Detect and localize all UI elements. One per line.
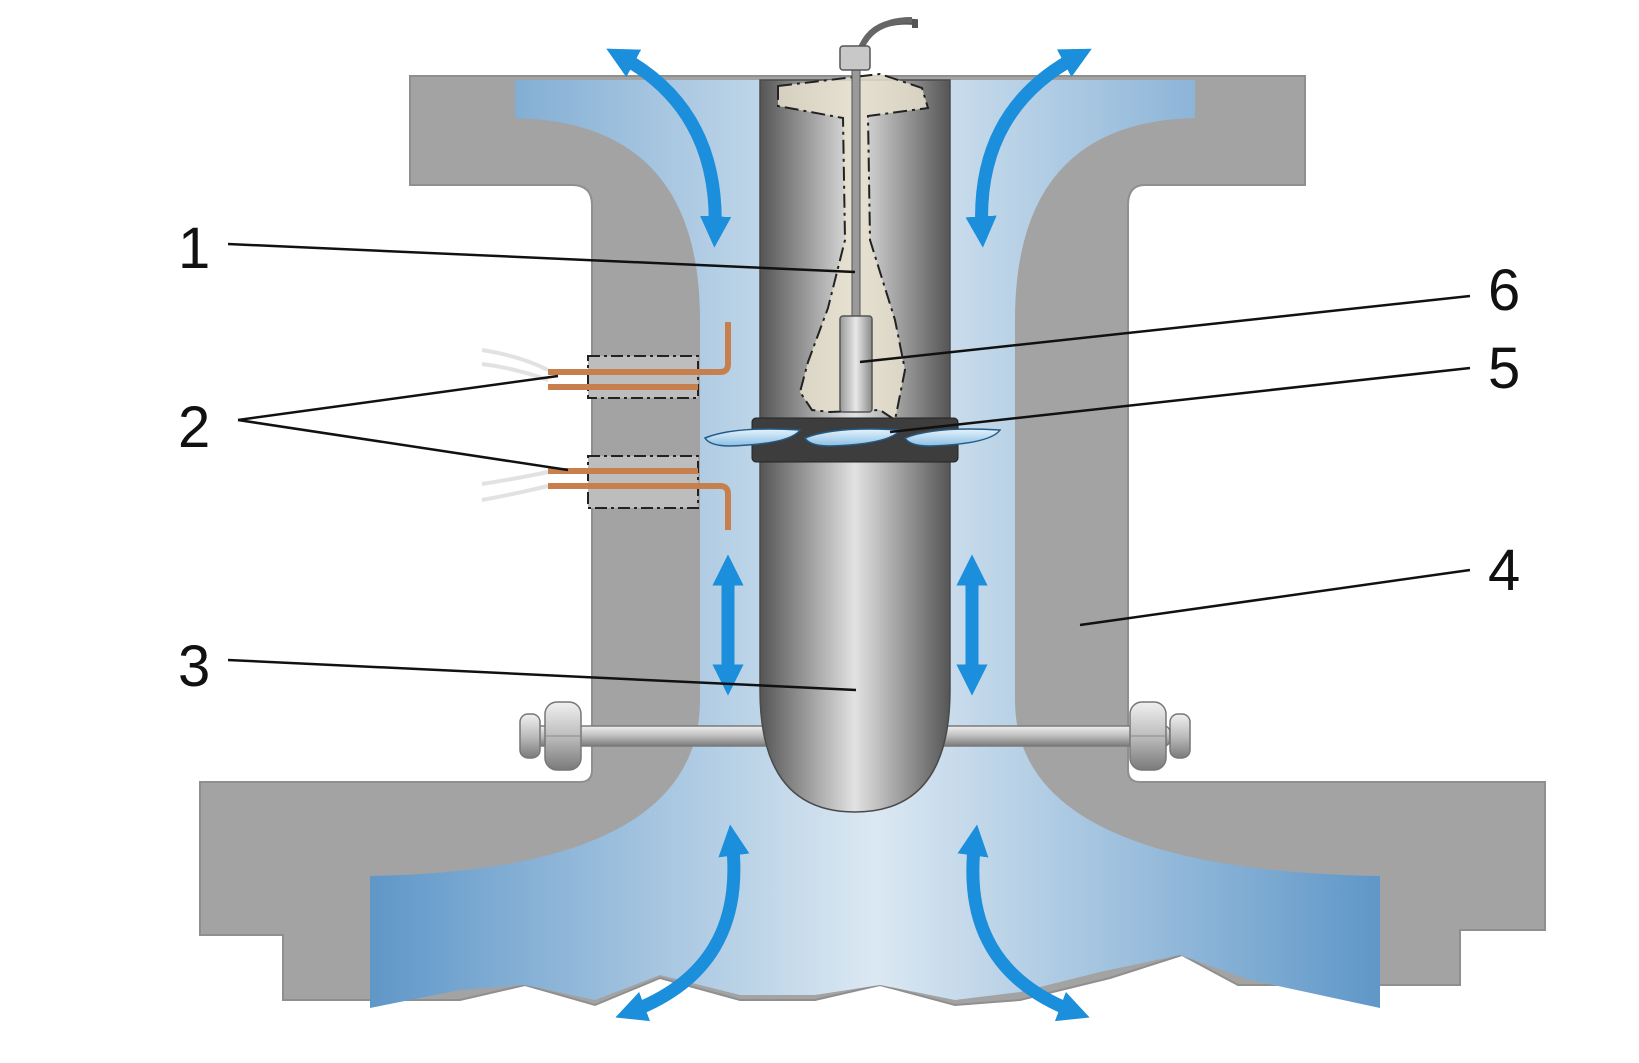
leader-lines [227, 242, 1471, 692]
flow-arrow-top-right-icon [965, 48, 1092, 248]
leader-1 [227, 242, 856, 274]
electrode-lower [481, 455, 731, 530]
probe-stem [851, 65, 861, 319]
leader-2a [237, 374, 559, 422]
rotor-blade-right [903, 428, 1002, 447]
bolt-right-icon [1129, 701, 1191, 771]
rotor-blade-center [803, 428, 902, 447]
callout-4: 4 [1488, 538, 1520, 603]
probe-cable-run [857, 17, 913, 52]
flow-arrows [606, 48, 1092, 1022]
electrode-upper [481, 322, 731, 399]
callout-5: 5 [1488, 336, 1520, 401]
bolt-left-icon [519, 701, 582, 771]
callout-2: 2 [178, 395, 210, 460]
flow-arrow-top-left-icon [606, 48, 732, 248]
leader-4 [1079, 568, 1471, 627]
flow-arrow-bottom-left-icon [615, 824, 750, 1022]
leader-3 [227, 658, 857, 692]
leader-6 [859, 294, 1471, 364]
flow-arrow-bottom-right-icon [957, 824, 1090, 1022]
cable-gland [839, 45, 871, 71]
sensor-cylinder [839, 315, 873, 413]
leader-2b [237, 418, 569, 472]
callout-3: 3 [178, 634, 210, 699]
leader-5 [889, 366, 1471, 434]
callout-1: 1 [178, 216, 210, 281]
rotor-blade-left [703, 428, 802, 447]
callout-6: 6 [1488, 258, 1520, 323]
